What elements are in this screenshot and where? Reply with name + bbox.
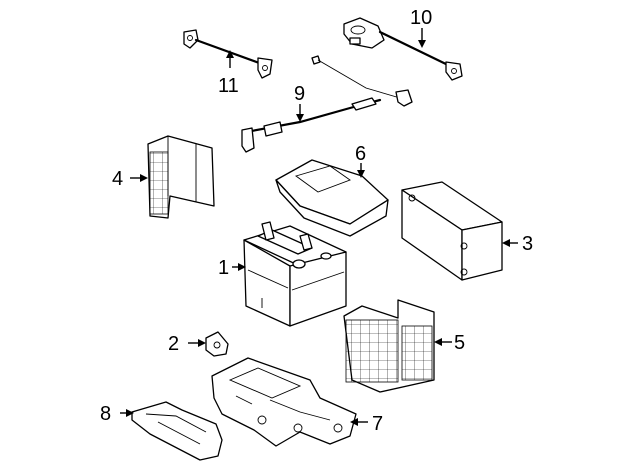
callout-5: 5 (454, 332, 465, 354)
callout-11: 11 (218, 75, 239, 97)
part-3-battery (401, 181, 503, 281)
leader-lines (120, 28, 518, 426)
part-4-insulation-pad (147, 135, 215, 219)
callout-9: 9 (294, 83, 305, 105)
callout-2: 2 (168, 333, 179, 355)
callout-4: 4 (112, 168, 123, 190)
part-2-clamp (205, 331, 229, 357)
part-9-harness (241, 55, 413, 153)
callout-1: 1 (218, 257, 229, 279)
part-6-battery-cover (275, 159, 389, 237)
part-7-battery-tray (211, 357, 357, 447)
callout-6: 6 (355, 143, 366, 165)
callout-3: 3 (522, 233, 533, 255)
callout-7: 7 (372, 413, 383, 435)
part-10-terminal-cable (343, 17, 463, 81)
part-8-tray-cover (131, 401, 223, 461)
part-1-main-battery (243, 221, 347, 327)
callout-labels: 1 2 3 4 5 6 7 8 9 10 11 (100, 7, 533, 435)
callout-10: 10 (410, 7, 432, 29)
callout-8: 8 (100, 403, 111, 425)
part-5-battery-jacket (343, 299, 435, 393)
